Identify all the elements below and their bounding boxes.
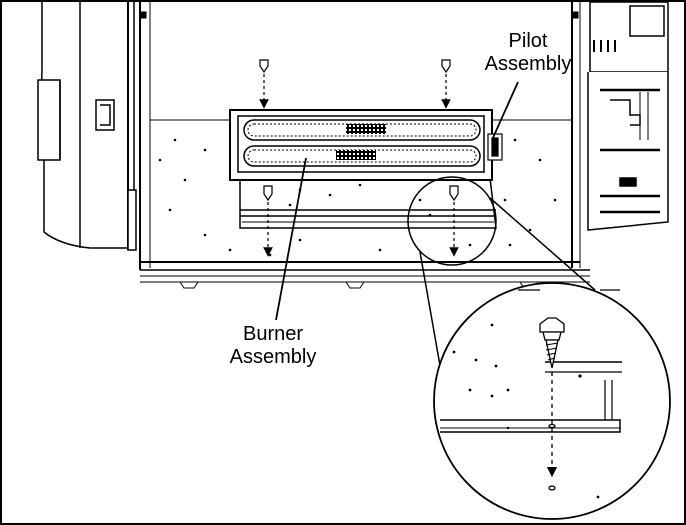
leader-lines — [275, 81, 519, 321]
top-screws — [259, 59, 451, 109]
pilot-assembly — [487, 133, 503, 161]
burner-label-line1: Burner — [242, 323, 304, 345]
detail-magnified — [433, 282, 671, 520]
burner-label-line2: Assembly — [229, 346, 317, 368]
detail-holes — [452, 323, 600, 499]
detail-screw — [539, 317, 565, 491]
pilot-label-line1: Pilot — [508, 30, 548, 52]
right-housing — [587, 1, 669, 231]
pilot-label-line2: Assembly — [484, 53, 572, 75]
burner-assembly-label: Burner Assembly — [218, 323, 328, 369]
pilot-assembly-label: Pilot Assembly — [478, 30, 578, 76]
left-housing — [37, 2, 137, 251]
burner-assembly — [229, 109, 493, 181]
lower-screws — [263, 185, 459, 257]
